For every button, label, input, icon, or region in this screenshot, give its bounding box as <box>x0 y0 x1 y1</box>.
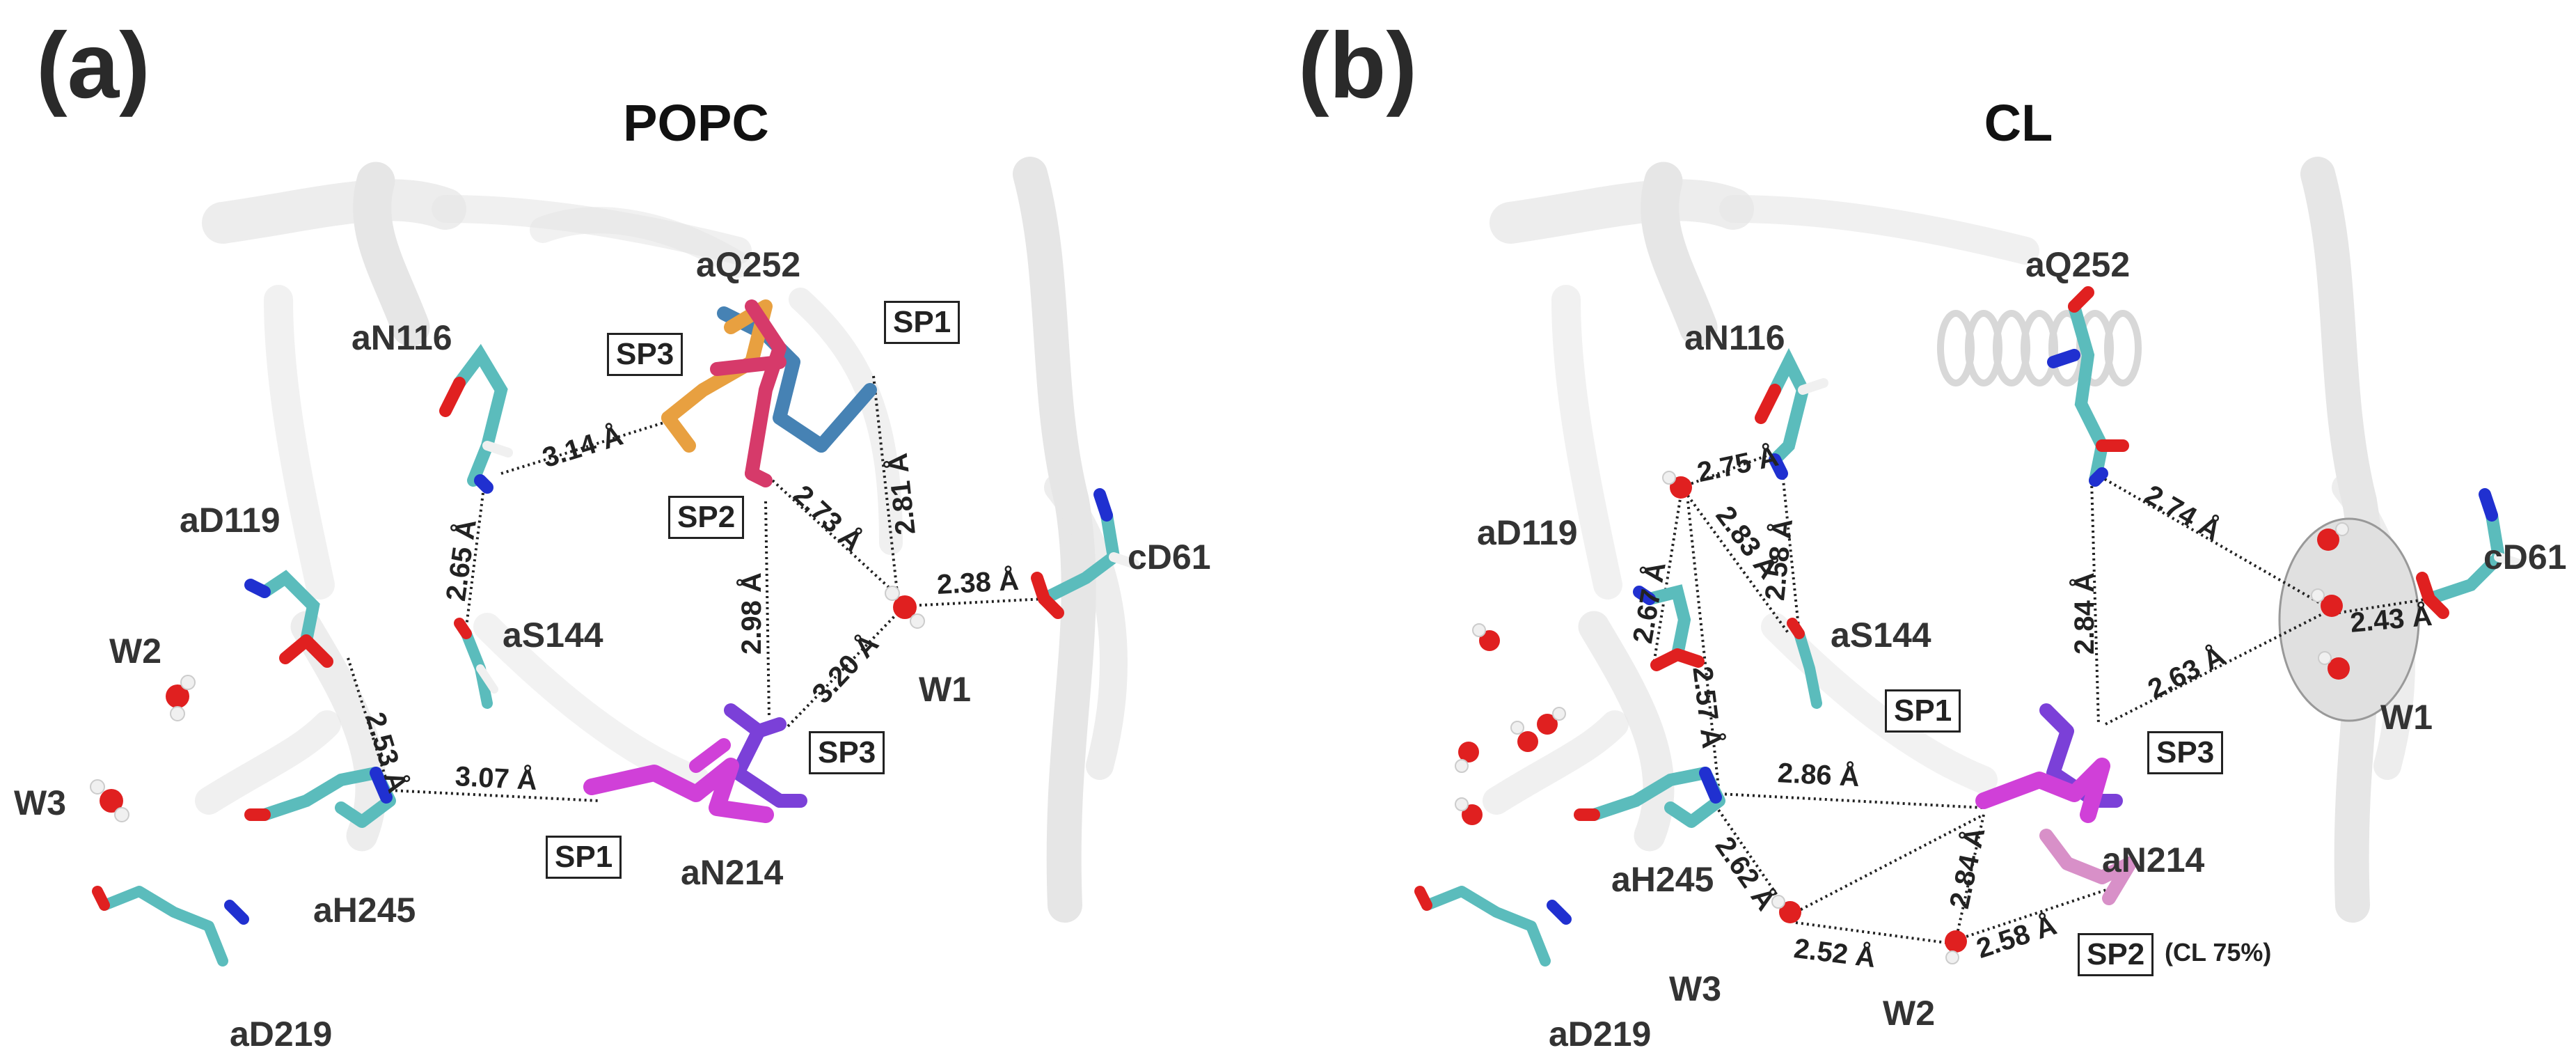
label-aD119: aD119 <box>180 501 280 540</box>
distance-2.86: 2.86 Å <box>1776 758 1860 793</box>
protein-ribbons <box>195 157 1128 923</box>
panel-a-letter: (a) <box>36 14 150 118</box>
distance-2.98: 2.98 Å <box>736 572 767 655</box>
label-aS144: aS144 <box>1831 616 1931 655</box>
box-sp3-top: SP3 <box>607 333 683 376</box>
residue-aS144-sticks <box>454 618 498 709</box>
label-cD61: cD61 <box>1128 538 1211 577</box>
w1-cluster-ellipse <box>2278 517 2420 722</box>
sp2-note: (CL 75%) <box>2165 938 2272 967</box>
residue-aQ252-sticks <box>2047 286 2129 487</box>
label-W3: W3 <box>1669 969 1721 1008</box>
aQ252-conformers <box>661 299 877 487</box>
box-sp3: SP3 <box>2147 731 2224 774</box>
label-aN116: aN116 <box>351 318 452 357</box>
distance-2.38: 2.38 Å <box>935 565 1020 600</box>
panel-b: (b) CL aQ252 aN116 aD119 aS144 cD61 W1 W… <box>1288 0 2575 1064</box>
panel-a: (a) POPC aQ252 aN116 aD119 aS144 cD61 W1… <box>14 14 1211 1054</box>
label-W2: W2 <box>1883 994 1935 1033</box>
water-W1-cluster <box>2311 522 2350 680</box>
water-W1 <box>885 586 925 629</box>
panel-b-title: CL <box>1984 94 2053 152</box>
residue-aD119-sticks <box>1633 584 1705 671</box>
water-W3 <box>1771 895 1801 923</box>
label-cD61: cD61 <box>2483 538 2567 577</box>
label-aQ252: aQ252 <box>2025 245 2131 284</box>
label-aH245: aH245 <box>313 891 416 930</box>
waters-left <box>1455 623 1566 825</box>
water-near-aD119 <box>1662 471 1692 499</box>
panel-a-title: POPC <box>623 94 769 152</box>
distance-lines <box>347 375 1045 802</box>
residue-aD219-sticks <box>92 886 249 967</box>
residue-aN116-sticks <box>1755 347 1828 480</box>
label-aD119: aD119 <box>1477 513 1578 552</box>
water-W2 <box>166 675 196 721</box>
aN214-conformers <box>583 703 807 823</box>
box-sp2: SP2 <box>668 496 745 539</box>
water-W2 <box>1945 930 1967 964</box>
panel-b-structure <box>1414 157 2524 967</box>
box-sp1: SP1 <box>1885 689 1961 733</box>
box-sp2: SP2 <box>2078 933 2154 976</box>
distance-3.07: 3.07 Å <box>454 761 538 797</box>
label-W3: W3 <box>14 783 66 822</box>
distance-lines <box>1652 451 2430 945</box>
box-sp1-bottom: SP1 <box>546 836 622 879</box>
label-W1: W1 <box>2380 698 2433 737</box>
box-sp3-bottom: SP3 <box>809 731 885 774</box>
residue-aN116-sticks <box>439 343 513 494</box>
label-aH245: aH245 <box>1611 860 1714 899</box>
residue-aH245-sticks <box>244 767 396 828</box>
label-aS144: aS144 <box>503 616 603 655</box>
residue-aD119-sticks <box>244 570 333 668</box>
label-aN214: aN214 <box>2102 840 2205 879</box>
distance-2.43: 2.43 Å <box>2348 600 2434 639</box>
label-aQ252: aQ252 <box>696 245 801 284</box>
panel-a-structure <box>90 157 1139 967</box>
residue-cD61-sticks <box>2416 488 2524 619</box>
label-W1: W1 <box>919 670 971 709</box>
distance-2.84a: 2.84 Å <box>2069 572 2100 655</box>
helix-coil <box>1937 310 2142 386</box>
label-W2: W2 <box>109 632 161 671</box>
residue-cD61-sticks <box>1031 488 1139 619</box>
label-aD219: aD219 <box>230 1015 333 1054</box>
panel-b-letter: (b) <box>1298 14 1418 118</box>
protein-ribbons <box>1483 157 2415 923</box>
residue-aD219-sticks <box>1414 886 1572 967</box>
water-W3 <box>90 779 129 822</box>
residue-aS144-sticks <box>1787 618 1822 709</box>
box-sp1-top: SP1 <box>884 301 961 344</box>
aN214-conformers <box>1975 703 2137 905</box>
residue-aH245-sticks <box>1574 767 1725 828</box>
label-aD219: aD219 <box>1549 1015 1652 1054</box>
label-aN214: aN214 <box>681 853 784 892</box>
label-aN116: aN116 <box>1684 318 1785 357</box>
